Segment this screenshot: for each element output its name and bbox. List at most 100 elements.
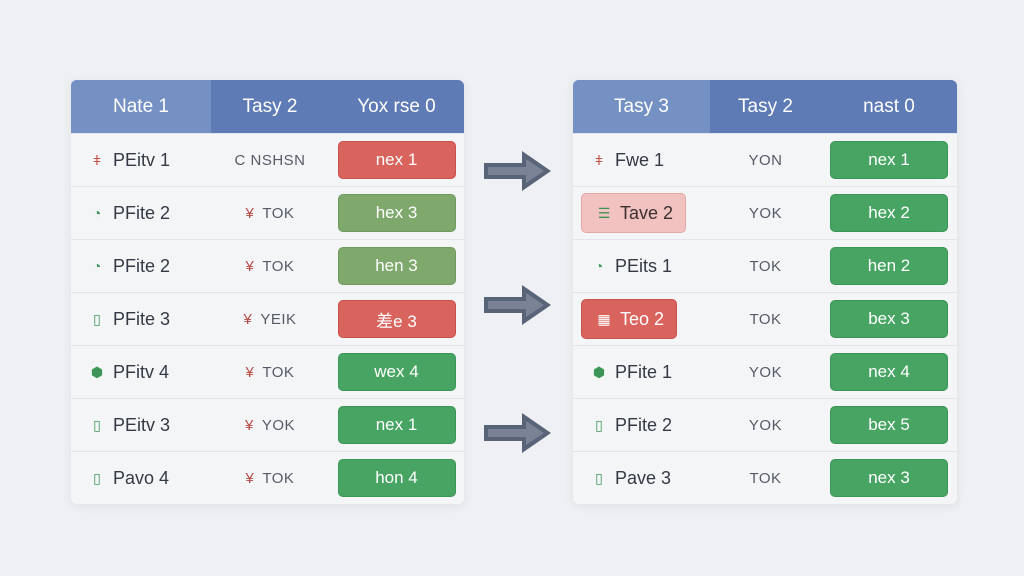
status-badge[interactable]: nex 3 <box>830 459 948 497</box>
table-row[interactable]: ◔ PEits 1 TOK hen 2 <box>573 239 957 292</box>
status-badge[interactable]: nex 4 <box>830 353 948 391</box>
name-cell: ǂ Fwe 1 <box>573 134 710 186</box>
right-header-col-1[interactable]: Tasy 3 <box>573 80 710 133</box>
currency-icon: ¥ <box>244 416 254 434</box>
type-cell: C NSHSN <box>211 134 329 186</box>
table-row[interactable]: ▦ Teo 2 TOK bex 3 <box>573 292 957 345</box>
row-type: TOK <box>262 257 295 275</box>
name-cell: ǂ PEitv 1 <box>71 134 211 186</box>
highlighted-name[interactable]: ▦ Teo 2 <box>581 299 678 339</box>
row-type: TOK <box>749 310 782 328</box>
currency-icon: ¥ <box>245 363 255 381</box>
name-cell: ◔ PFite 2 <box>71 240 211 292</box>
table-row[interactable]: ▯ PFite 2 YOK bex 5 <box>573 398 957 451</box>
row-name: PFite 3 <box>113 308 171 329</box>
arrow-right-icon <box>484 413 551 453</box>
type-cell: ¥ TOK <box>211 452 329 504</box>
tag-icon: ǂ <box>594 152 604 168</box>
table-row[interactable]: ▯ Pave 3 TOK nex 3 <box>573 451 957 504</box>
table-row[interactable]: ⬢ PFitv 4 ¥ TOK wex 4 <box>71 345 464 398</box>
type-cell: YOK <box>710 187 821 239</box>
status-badge[interactable]: hen 2 <box>830 247 948 285</box>
row-name: PFite 2 <box>615 414 673 435</box>
row-name: PFite 2 <box>113 255 171 276</box>
row-name: PEits 1 <box>615 255 673 276</box>
tag-icon: ǂ <box>92 152 102 168</box>
status-badge[interactable]: bex 5 <box>830 406 948 444</box>
highlighted-name[interactable]: ☰ Tave 2 <box>581 193 687 233</box>
type-cell: ¥ YOK <box>211 399 329 451</box>
row-name: Tave 2 <box>620 202 674 223</box>
type-cell: YOK <box>710 346 821 398</box>
status-cell: nex 1 <box>329 399 464 451</box>
row-name: PFite 1 <box>615 361 673 382</box>
status-cell: hen 3 <box>329 240 464 292</box>
table-row[interactable]: ▯ PFite 3 ¥ YEIK 差e 3 <box>71 292 464 345</box>
left-header-col-1[interactable]: Nate 1 <box>71 80 211 133</box>
status-badge[interactable]: hex 2 <box>830 194 948 232</box>
right-header-col-3[interactable]: nast 0 <box>863 95 915 117</box>
type-cell: YOK <box>710 399 821 451</box>
left-table: Nate 1 Tasy 2 Yox rse 0 ǂ PEitv 1 C NSHS… <box>71 80 464 504</box>
list-icon: ☰ <box>597 204 611 221</box>
name-cell: ▯ PFite 2 <box>573 399 710 451</box>
row-name: PFite 2 <box>113 202 171 223</box>
leaf-icon: ◔ <box>92 258 102 274</box>
currency-icon: ¥ <box>243 310 253 328</box>
name-cell: ▯ Pavo 4 <box>71 452 211 504</box>
book-icon: ▯ <box>595 416 603 433</box>
book-icon: ▯ <box>93 310 101 327</box>
table-row[interactable]: ⬢ PFite 1 YOK nex 4 <box>573 345 957 398</box>
status-cell: bex 5 <box>821 399 957 451</box>
status-cell: hon 4 <box>329 452 464 504</box>
table-row[interactable]: ▯ PEitv 3 ¥ YOK nex 1 <box>71 398 464 451</box>
type-cell: TOK <box>710 452 821 504</box>
name-cell: ◔ PEits 1 <box>573 240 710 292</box>
left-table-header: Nate 1 Tasy 2 Yox rse 0 <box>71 80 464 133</box>
table-row[interactable]: ▯ Pavo 4 ¥ TOK hon 4 <box>71 451 464 504</box>
row-type: YOK <box>261 416 296 434</box>
status-badge[interactable]: hon 4 <box>337 459 456 497</box>
name-cell: ▯ PEitv 3 <box>71 399 211 451</box>
row-name: PEitv 1 <box>113 149 171 170</box>
currency-icon: ¥ <box>245 204 255 222</box>
status-cell: wex 4 <box>329 346 464 398</box>
type-cell: TOK <box>710 293 821 345</box>
status-cell: hex 2 <box>821 187 957 239</box>
row-type: TOK <box>262 469 295 487</box>
left-header-col-2[interactable]: Tasy 2 <box>242 95 298 117</box>
row-type: YON <box>748 151 783 169</box>
table-row[interactable]: ◔ PFite 2 ¥ TOK hex 3 <box>71 186 464 239</box>
status-badge[interactable]: 差e 3 <box>337 300 456 338</box>
left-header-col-3[interactable]: Yox rse 0 <box>357 95 436 117</box>
status-badge[interactable]: bex 3 <box>830 300 948 338</box>
status-badge[interactable]: wex 4 <box>337 353 456 391</box>
type-cell: ¥ TOK <box>211 187 329 239</box>
right-header-col-2[interactable]: Tasy 2 <box>738 95 793 117</box>
table-row[interactable]: ǂ Fwe 1 YON nex 1 <box>573 133 957 186</box>
name-cell: ▯ Pave 3 <box>573 452 710 504</box>
right-table-header: Tasy 3 Tasy 2 nast 0 <box>573 80 957 133</box>
row-name: PEitv 3 <box>113 414 171 435</box>
row-type: YOK <box>748 363 783 381</box>
status-badge[interactable]: nex 1 <box>337 406 456 444</box>
type-cell: ¥ YEIK <box>211 293 329 345</box>
row-name: Teo 2 <box>620 308 665 329</box>
status-badge[interactable]: hen 3 <box>337 247 456 285</box>
type-cell: YON <box>710 134 821 186</box>
row-type: TOK <box>262 363 295 381</box>
table-row[interactable]: ǂ PEitv 1 C NSHSN nex 1 <box>71 133 464 186</box>
table-row[interactable]: ☰ Tave 2 YOK hex 2 <box>573 186 957 239</box>
status-badge[interactable]: nex 1 <box>337 141 456 179</box>
name-cell: ◔ PFite 2 <box>71 187 211 239</box>
name-cell: ▦ Teo 2 <box>573 293 710 345</box>
book-icon: ▯ <box>93 416 101 433</box>
book-icon: ▯ <box>93 469 101 486</box>
row-type: TOK <box>749 257 782 275</box>
status-badge[interactable]: nex 1 <box>830 141 948 179</box>
type-cell: ¥ TOK <box>211 346 329 398</box>
status-cell: nex 1 <box>821 134 957 186</box>
row-type: YEIK <box>260 310 297 328</box>
table-row[interactable]: ◔ PFite 2 ¥ TOK hen 3 <box>71 239 464 292</box>
status-badge[interactable]: hex 3 <box>337 194 456 232</box>
